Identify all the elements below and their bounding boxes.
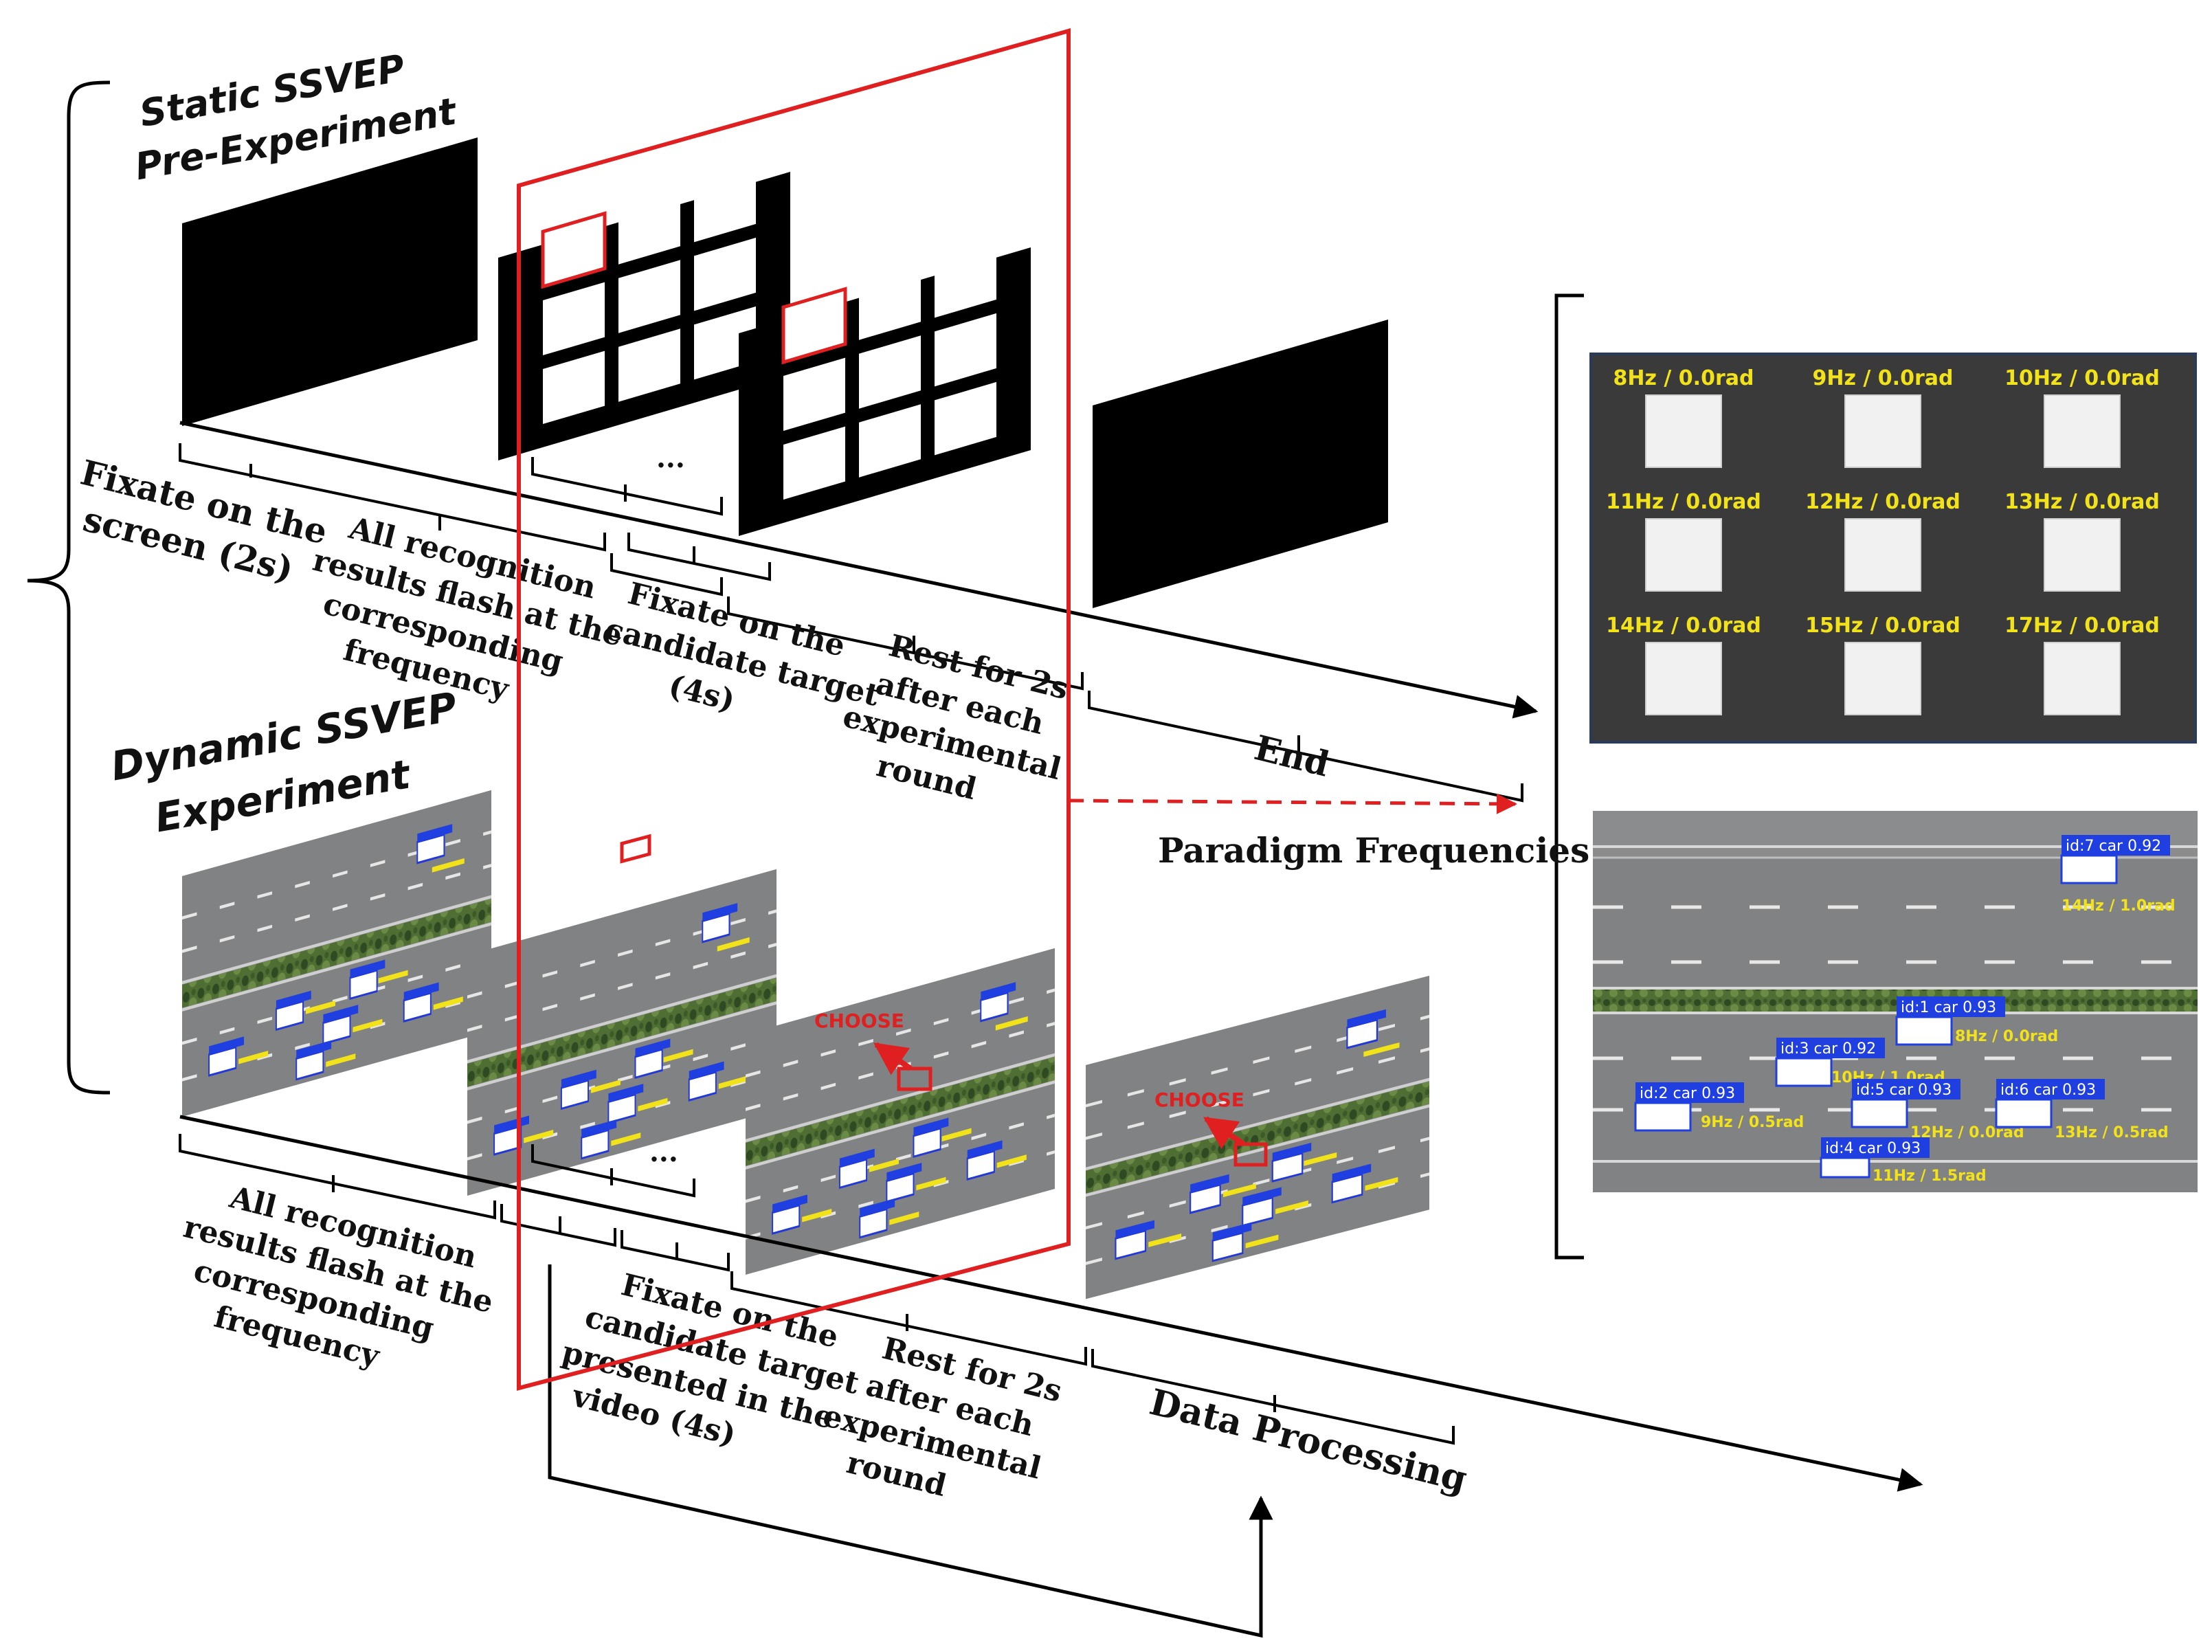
static-brackets — [179, 443, 1523, 803]
vehicle-detection: id:1 car 0.93 8Hz / 0.0rad — [1895, 996, 2058, 1046]
stimulus-cell — [935, 381, 996, 456]
detection-id-label: id:6 car 0.93 — [2000, 1082, 2096, 1099]
frequency-label: 13Hz / 0.0rad — [2004, 490, 2160, 514]
vehicle-box — [1820, 1157, 1870, 1179]
stimulus-grid-screen-1 — [498, 168, 790, 460]
vehicle-box — [1995, 1098, 2053, 1128]
blank-screen-start — [182, 137, 478, 426]
detection-id-label: id:5 car 0.93 — [1856, 1082, 1952, 1099]
stimulus-square — [1645, 394, 1722, 468]
dynamic-ellipsis: ... — [649, 1136, 678, 1168]
stimulus-cell — [859, 404, 921, 478]
frequency-label: 10Hz / 0.0rad — [2004, 366, 2160, 390]
left-brace — [27, 80, 111, 1095]
detection-id-label: id:1 car 0.93 — [1901, 999, 1996, 1016]
video-frame-1 — [182, 790, 491, 1117]
vehicle-detection: id:6 car 0.93 13Hz / 0.5rad — [1995, 1079, 2169, 1141]
frequency-grid-panel: 8Hz / 0.0rad 9Hz / 0.0rad 10Hz / 0.0rad 11H… — [1589, 353, 2197, 744]
choose-arrow-frame4 — [1203, 1116, 1246, 1150]
frequency-label: 12Hz / 0.0rad — [1805, 490, 1960, 514]
stimulus-cell — [859, 267, 921, 340]
label-end: End — [1251, 727, 1333, 785]
label-dynamic-fixate-target: Fixate on the candidate target presented… — [549, 1258, 882, 1482]
detection-frequency-label: 11Hz / 1.5rad — [1873, 1168, 1987, 1185]
choose-arrow-frame3 — [873, 1042, 913, 1075]
stimulus-square — [1844, 518, 1921, 592]
frequency-label: 8Hz / 0.0rad — [1613, 366, 1754, 390]
stimulus-cell — [783, 357, 845, 432]
stimulus-cell — [618, 328, 680, 402]
feedback-loop-arrow — [548, 1264, 1273, 1638]
label-data-processing: Data Processing — [1146, 1381, 1471, 1501]
stimulus-cell — [859, 335, 921, 409]
stimulus-cell — [618, 260, 680, 333]
video-frame-4: CHOOSE — [1086, 976, 1429, 1299]
stimulus-square — [1645, 518, 1722, 592]
choose-label-frame4: CHOOSE — [1154, 1089, 1244, 1111]
stimulus-cell — [541, 211, 607, 289]
stimulus-cell — [783, 426, 845, 500]
focus-window — [517, 28, 1071, 1391]
frequency-label: 11Hz / 0.0rad — [1606, 490, 1761, 514]
frequency-label: 9Hz / 0.0rad — [1813, 366, 1954, 390]
right-bracket — [1554, 293, 1584, 1260]
detection-frequency-label: 9Hz / 0.5rad — [1701, 1114, 1804, 1131]
stimulus-square — [1844, 642, 1921, 715]
label-static-rest: Rest for 2s after each experimental roun… — [830, 622, 1095, 829]
vehicle-box — [1775, 1057, 1833, 1087]
stimulus-cell — [543, 350, 605, 425]
stimulus-square — [1645, 642, 1722, 715]
stimulus-square — [2044, 518, 2121, 592]
vehicle-box — [1895, 1016, 1953, 1046]
detection-id-label: id:2 car 0.93 — [1640, 1085, 1735, 1102]
blank-screen-end — [1093, 320, 1388, 608]
detection-id-label: id:7 car 0.92 — [2066, 838, 2161, 855]
label-dynamic-flash: All recognition results flash at the cor… — [161, 1171, 517, 1400]
video-frame-3: CHOOSE — [746, 948, 1055, 1275]
stimulus-cell — [694, 237, 756, 311]
label-dynamic-rest: Rest for 2s after each experimental roun… — [809, 1321, 1075, 1528]
stimulus-grid-screen-2 — [739, 244, 1031, 536]
detection-frequency-label: 13Hz / 0.5rad — [2055, 1124, 2169, 1141]
dynamic-timeline-axis — [179, 1115, 1923, 1492]
link-to-paradigm-arrow — [1068, 793, 1517, 814]
frequency-label: 14Hz / 0.0rad — [1606, 614, 1761, 638]
stimulus-cell — [935, 313, 996, 387]
stimulus-square — [2044, 642, 2121, 715]
stimulus-cell — [618, 191, 680, 265]
stimulus-square — [1844, 394, 1921, 468]
stimulus-cell — [781, 287, 847, 365]
dynamic-brackets — [179, 1134, 1455, 1445]
detection-frequency-label: 8Hz / 0.0rad — [1955, 1028, 2058, 1045]
selected-target-box-frame4 — [1233, 1142, 1268, 1167]
stimulus-square — [2044, 394, 2121, 468]
detection-frequency-label: 14Hz / 1.0rad — [2062, 897, 2176, 915]
static-ellipsis: ... — [656, 442, 685, 474]
frequency-label: 17Hz / 0.0rad — [2004, 614, 2160, 638]
paradigm-frequencies-label: Paradigm Frequencies — [1158, 830, 1589, 871]
stimulus-cell — [935, 244, 996, 318]
detection-id-label: id:4 car 0.93 — [1825, 1140, 1921, 1157]
vehicle-detection: id:4 car 0.93 11Hz / 1.5rad — [1820, 1137, 1987, 1185]
vehicle-box — [1634, 1102, 1692, 1132]
vehicle-box — [1851, 1098, 1908, 1128]
vehicle-detection: id:7 car 0.92 14Hz / 1.0rad — [2060, 835, 2176, 915]
choose-label-frame3: CHOOSE — [814, 1009, 904, 1032]
highlight-box-frame2 — [620, 834, 651, 864]
detection-id-label: id:3 car 0.92 — [1780, 1040, 1876, 1058]
frequency-label: 15Hz / 0.0rad — [1805, 614, 1960, 638]
stimulus-cell — [543, 282, 605, 356]
stimulus-cell — [694, 168, 756, 243]
static-timeline-axis — [179, 421, 1539, 719]
label-fixate-screen: Fixate on the screen (2s) — [66, 451, 343, 598]
vehicle-detection: id:2 car 0.93 9Hz / 0.5rad — [1634, 1082, 1804, 1132]
video-frame-2 — [467, 834, 777, 1196]
vehicle-box — [2060, 854, 2118, 884]
selected-target-box-frame3 — [897, 1067, 932, 1091]
traffic-detection-panel: id:7 car 0.92 14Hz / 1.0rad id:1 car 0.93 8… — [1593, 811, 2198, 1192]
